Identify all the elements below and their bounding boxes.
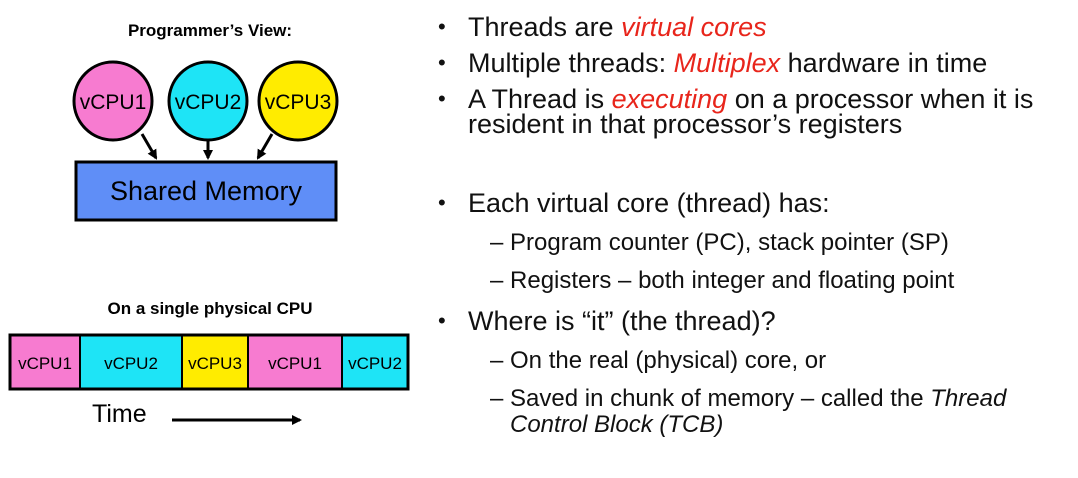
bullet-marker: • (438, 14, 446, 39)
timeline-segment-vcpu1 (10, 335, 80, 389)
bullet-text: Threads are (468, 12, 622, 42)
shared-memory-box (74, 160, 338, 222)
bullet-marker: • (438, 50, 446, 75)
emphasis-text: virtual cores (621, 12, 767, 42)
bullet-text: resident in that processor’s registers (468, 109, 903, 139)
vcpu1-arrow (140, 133, 158, 160)
vcpu1-label: vCPU1 (80, 91, 147, 114)
vcpu3-circle (257, 60, 339, 142)
italic-text: Control Block (TCB) (510, 411, 724, 438)
threads-diagram: Programmer’s View: Shared Memory vCPU1 v… (8, 21, 410, 428)
bullet-text: on a processor when it is (727, 84, 1034, 114)
sub-bullet: – Saved in chunk of memory – called the … (490, 384, 1007, 438)
sub-bullet: – On the real (physical) core, or (490, 347, 827, 374)
vcpu2-circle (167, 60, 249, 142)
bullet-text: Each virtual core (thread) has: (468, 188, 830, 218)
timeline-label: vCPU1 (18, 354, 72, 373)
vcpu2-label: vCPU2 (175, 91, 242, 114)
shared-memory-label: Shared Memory (110, 176, 303, 206)
bullet-marker: • (438, 86, 446, 111)
vcpu3-arrow (256, 133, 274, 160)
sub-bullet: – Program counter (PC), stack pointer (S… (490, 229, 949, 256)
timeline-segment-vcpu3 (182, 335, 248, 389)
timeline-label: vCPU3 (188, 354, 242, 373)
emphasis-text: executing (611, 84, 728, 114)
vcpu1-circle (72, 60, 154, 142)
single-cpu-title: On a single physical CPU (107, 299, 312, 318)
timeline-label: vCPU1 (268, 354, 322, 373)
timeline-segment-vcpu2 (342, 335, 408, 389)
bullet-text: Where is “it” (the thread)? (468, 306, 776, 336)
emphasis-text: Multiplex (673, 48, 781, 78)
timeline-frame (8, 333, 410, 391)
time-label: Time (92, 400, 147, 428)
timeline-segment-vcpu1 (248, 335, 342, 389)
bullet-text: Multiple threads: (468, 48, 674, 78)
bullet-text: hardware in time (780, 48, 988, 78)
vcpu3-label: vCPU3 (265, 91, 332, 114)
timeline-segment-vcpu2 (80, 335, 182, 389)
bullet-text: A Thread is (468, 84, 612, 114)
timeline-label: vCPU2 (104, 354, 158, 373)
italic-text: Thread (930, 385, 1007, 412)
sub-bullet: – Registers – both integer and floating … (490, 267, 955, 294)
timeline-label: vCPU2 (348, 354, 402, 373)
programmers-view-title: Programmer’s View: (128, 21, 292, 40)
sub-bullet-text: – Saved in chunk of memory – called the (490, 385, 931, 412)
bullet-marker: • (438, 190, 446, 215)
bullet-marker: • (438, 308, 446, 333)
